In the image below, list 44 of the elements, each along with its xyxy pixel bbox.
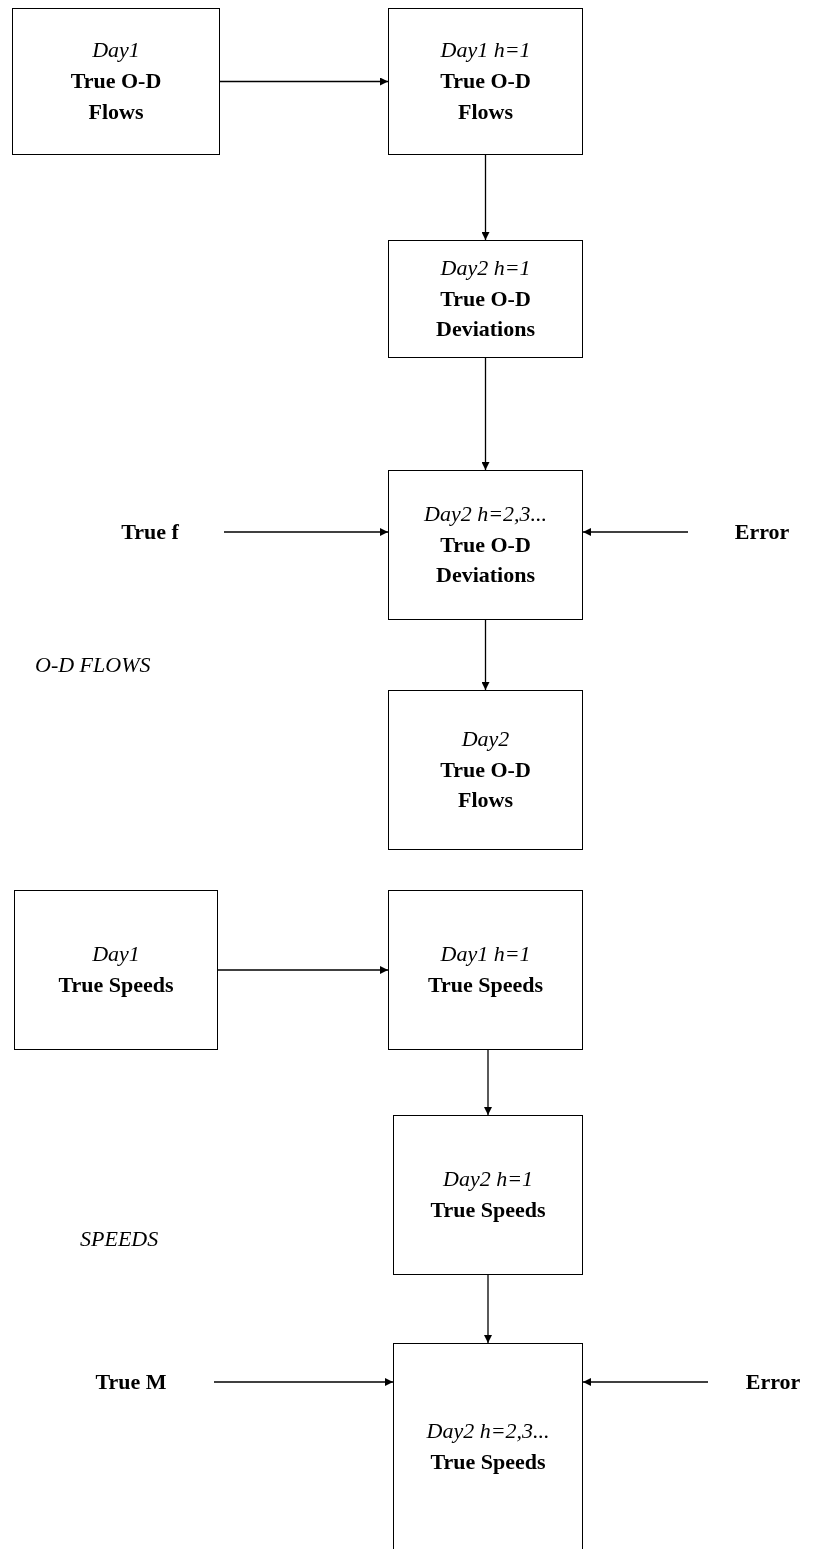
step-heading: Day2 h=1	[440, 253, 531, 282]
arrow	[223, 528, 389, 536]
process-box	[12, 8, 220, 155]
process-box	[393, 1343, 583, 1549]
arrow	[582, 528, 689, 536]
step-heading: Day1	[92, 940, 140, 969]
input-text: Error	[734, 517, 790, 546]
process-box	[388, 470, 583, 620]
arrow	[481, 357, 490, 471]
step-text: True O-D Deviations	[435, 530, 536, 590]
arrow	[582, 1378, 709, 1386]
step-text: True Speeds	[427, 971, 544, 999]
arrow	[213, 1378, 394, 1386]
arrow	[219, 77, 389, 86]
process-box	[14, 890, 218, 1050]
step-heading: Day2	[461, 724, 510, 753]
process-box	[388, 240, 583, 358]
process-box	[388, 890, 583, 1050]
step-text: True Speeds	[430, 1447, 546, 1476]
step-text: True O-D Deviations	[435, 284, 536, 344]
step-heading: Day1 h=1	[440, 36, 531, 65]
arrow	[217, 966, 389, 974]
step-text: True Speeds	[430, 1196, 546, 1224]
step-heading: Day2 h=2,3...	[426, 1416, 550, 1445]
process-box	[388, 690, 583, 850]
section-label: O-D FLOWS	[35, 652, 151, 678]
process-box	[388, 8, 583, 155]
section-label: SPEEDS	[80, 1226, 159, 1252]
arrow	[484, 1274, 492, 1344]
step-text: True O-D Flows	[439, 755, 532, 815]
process-box	[393, 1115, 583, 1275]
step-text: True Speeds	[58, 971, 174, 999]
step-text: True O-D Flows	[69, 67, 163, 126]
step-heading: Day1 h=1	[440, 940, 531, 969]
step-heading: Day2 h=2,3...	[424, 499, 547, 528]
input-text: True f	[121, 517, 179, 546]
step-heading: Day2 h=1	[443, 1165, 533, 1194]
step-heading: Day1	[92, 36, 140, 65]
input-text: True M	[95, 1367, 167, 1396]
input-text: Error	[745, 1367, 801, 1396]
arrow	[484, 1049, 492, 1116]
arrow	[481, 619, 490, 691]
arrow	[481, 154, 490, 241]
step-text: True O-D Flows	[439, 67, 532, 126]
